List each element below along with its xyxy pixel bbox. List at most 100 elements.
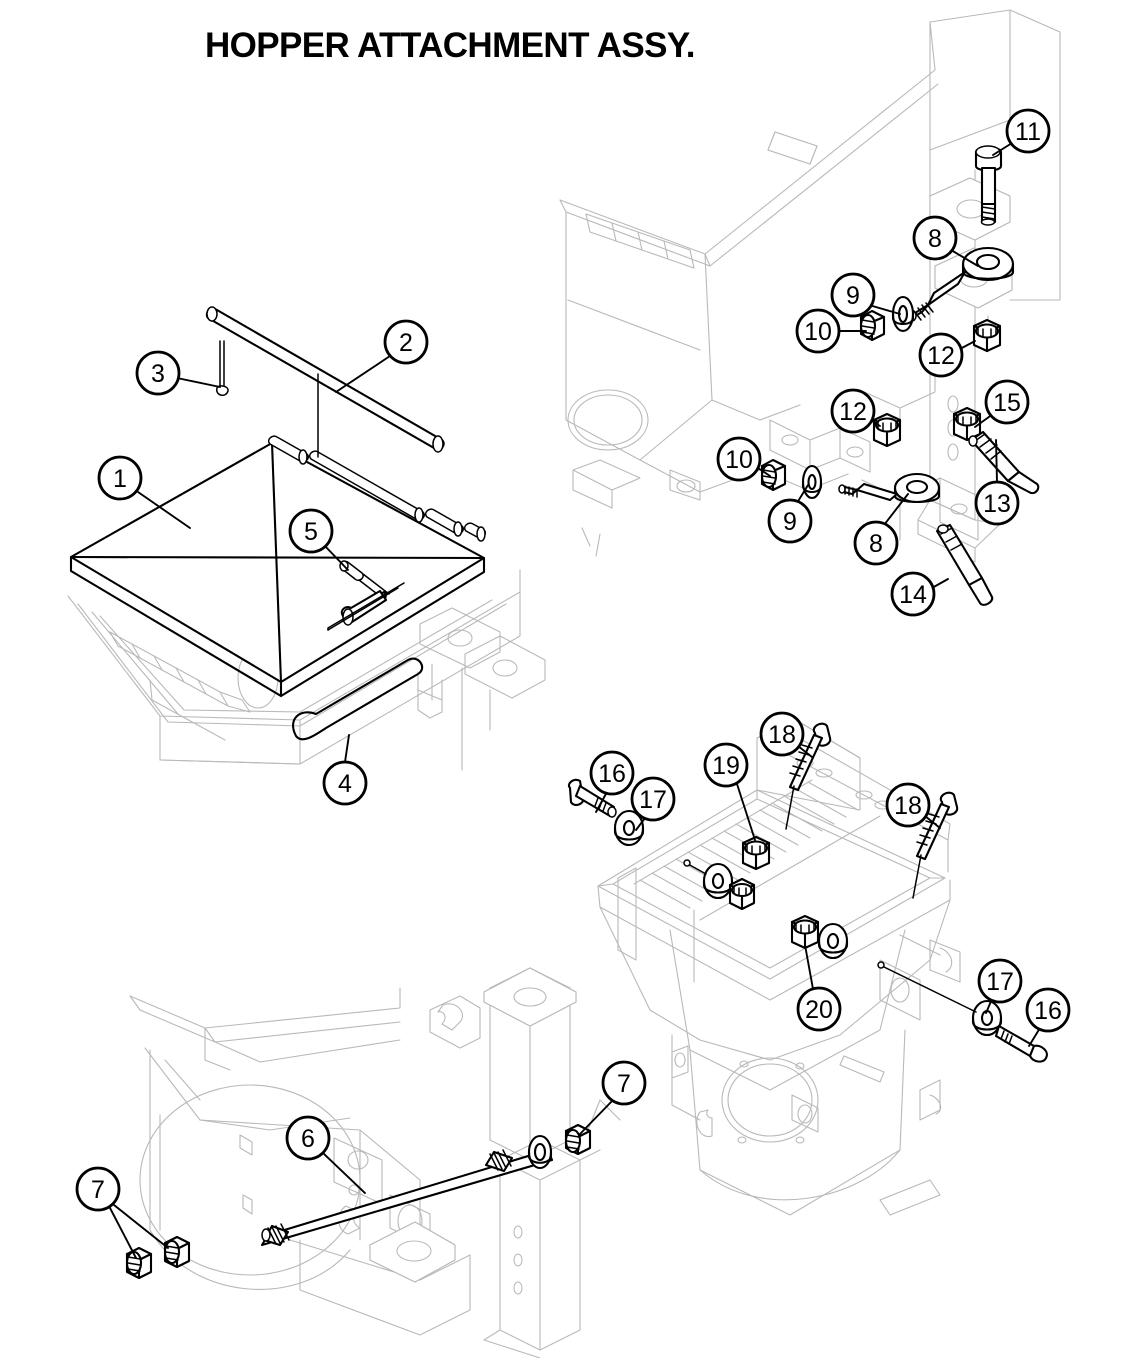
callout-10a[interactable]: 10 [795,308,867,354]
callout-15[interactable]: 15 [974,379,1030,428]
flat-washer-17-left [613,809,645,847]
callout-5[interactable]: 5 [288,508,349,571]
hex-lock-nut-19 [741,835,771,871]
callout-4-bubble[interactable] [322,760,368,806]
callout-2-label: 2 [399,329,413,357]
callout-18b-leader-1 [924,815,941,829]
callout-4[interactable]: 4 [322,734,368,806]
flat-washer-9-lower [801,464,823,500]
callout-5-bubble[interactable] [288,508,334,554]
callout-16b-label: 16 [1034,997,1062,1025]
callout-19-bubble[interactable] [703,742,749,788]
callout-8a-leader-1 [950,249,979,267]
callout-9a-bubble[interactable] [830,272,876,318]
callout-10b[interactable]: 10 [716,436,771,482]
hex-lock-nut-12-upper [972,318,1002,353]
callout-2[interactable]: 2 [335,319,429,393]
callout-9a-leader-1 [868,304,901,315]
callout-3-leader-1 [176,377,221,388]
callout-7a-bubble[interactable] [75,1166,121,1212]
callout-19-leader-1 [736,783,756,841]
callout-17a-bubble[interactable] [630,776,676,822]
callout-7a-leader-2 [113,1204,169,1249]
callout-4-label: 4 [338,770,352,798]
callout-8b[interactable]: 8 [853,493,909,566]
hopper-grate-assembly [567,722,1048,1063]
callout-20-leader-1 [804,944,814,990]
callout-20[interactable]: 20 [796,944,842,1032]
lid-rod [205,306,445,458]
callout-3-label: 3 [151,360,165,388]
callout-17b[interactable]: 17 [977,958,1023,1014]
callout-14-bubble[interactable] [890,571,936,617]
callout-12a[interactable]: 12 [918,332,976,378]
callout-9a-label: 9 [846,282,860,310]
callout-18b-label: 18 [894,792,922,820]
callout-11[interactable]: 11 [992,108,1051,156]
callout-16b-bubble[interactable] [1025,987,1071,1033]
hex-bolt-13 [968,430,1040,495]
callout-6[interactable]: 6 [285,1115,366,1194]
callout-10b-label: 10 [725,446,753,474]
callout-18a-leader-1 [797,745,813,758]
lag-bolt-18-left [785,722,832,830]
hex-bolt-16-left [567,778,617,818]
callout-16a-bubble[interactable] [589,750,635,796]
callout-20-label: 20 [805,996,833,1024]
callout-8a-bubble[interactable] [912,215,958,261]
callout-9b-bubble[interactable] [767,498,813,544]
callout-10a-bubble[interactable] [795,308,841,354]
callout-3-bubble[interactable] [135,350,181,396]
callout-14-label: 14 [899,581,927,609]
callout-16b[interactable]: 16 [1025,987,1071,1047]
callout-7a-leader-1 [109,1207,137,1259]
callout-12a-bubble[interactable] [918,332,964,378]
callout-18a-bubble[interactable] [759,711,805,757]
callout-3[interactable]: 3 [135,350,221,396]
flat-washer-9-upper [891,295,915,333]
callout-layer: 1234567788991010111212131415161617171818… [75,108,1071,1259]
callout-8a[interactable]: 8 [912,215,979,267]
callout-10b-bubble[interactable] [716,436,762,482]
callout-2-bubble[interactable] [383,319,429,365]
callout-14[interactable]: 14 [890,571,949,617]
callout-1-leader-1 [137,491,191,529]
callout-10a-label: 10 [804,318,832,346]
callout-18b-bubble[interactable] [885,782,931,828]
callout-16a[interactable]: 16 [589,750,635,813]
hex-lock-nut-12-lower [872,412,902,448]
callout-1-bubble[interactable] [97,455,143,501]
callout-6-bubble[interactable] [285,1115,331,1161]
inner-washer-nut-left [683,859,756,911]
callout-20-bubble[interactable] [796,986,842,1032]
hex-lock-nut-15 [952,406,982,442]
callout-17b-label: 17 [986,968,1014,996]
callout-11-bubble[interactable] [1005,108,1051,154]
page-title: HOPPER ATTACHMENT ASSY. [205,26,695,65]
callout-15-bubble[interactable] [984,379,1030,425]
callout-6-leader-1 [321,1151,366,1194]
callout-8b-bubble[interactable] [853,520,899,566]
callout-12a-leader-1 [959,340,976,350]
callout-12b[interactable]: 12 [830,388,881,434]
callout-7b-bubble[interactable] [601,1060,647,1106]
callout-12b-bubble[interactable] [830,388,876,434]
callout-12b-label: 12 [839,398,867,426]
lag-bolt-18-right [912,791,959,899]
callout-18a[interactable]: 18 [759,711,813,758]
callout-7a[interactable]: 7 [75,1166,169,1259]
callout-13-bubble[interactable] [974,480,1020,526]
callout-18b[interactable]: 18 [885,782,941,829]
callout-7b[interactable]: 7 [579,1060,647,1135]
callout-9b[interactable]: 9 [767,484,813,544]
callout-19[interactable]: 19 [703,742,756,841]
eye-bolt-8-upper [907,246,1015,322]
callout-17a[interactable]: 17 [630,776,676,831]
callout-9a[interactable]: 9 [830,272,901,318]
callout-13[interactable]: 13 [974,439,1020,526]
callout-17b-bubble[interactable] [977,958,1023,1004]
callout-1[interactable]: 1 [97,455,191,529]
callout-8a-label: 8 [928,225,942,253]
callout-8b-leader-1 [883,493,909,526]
